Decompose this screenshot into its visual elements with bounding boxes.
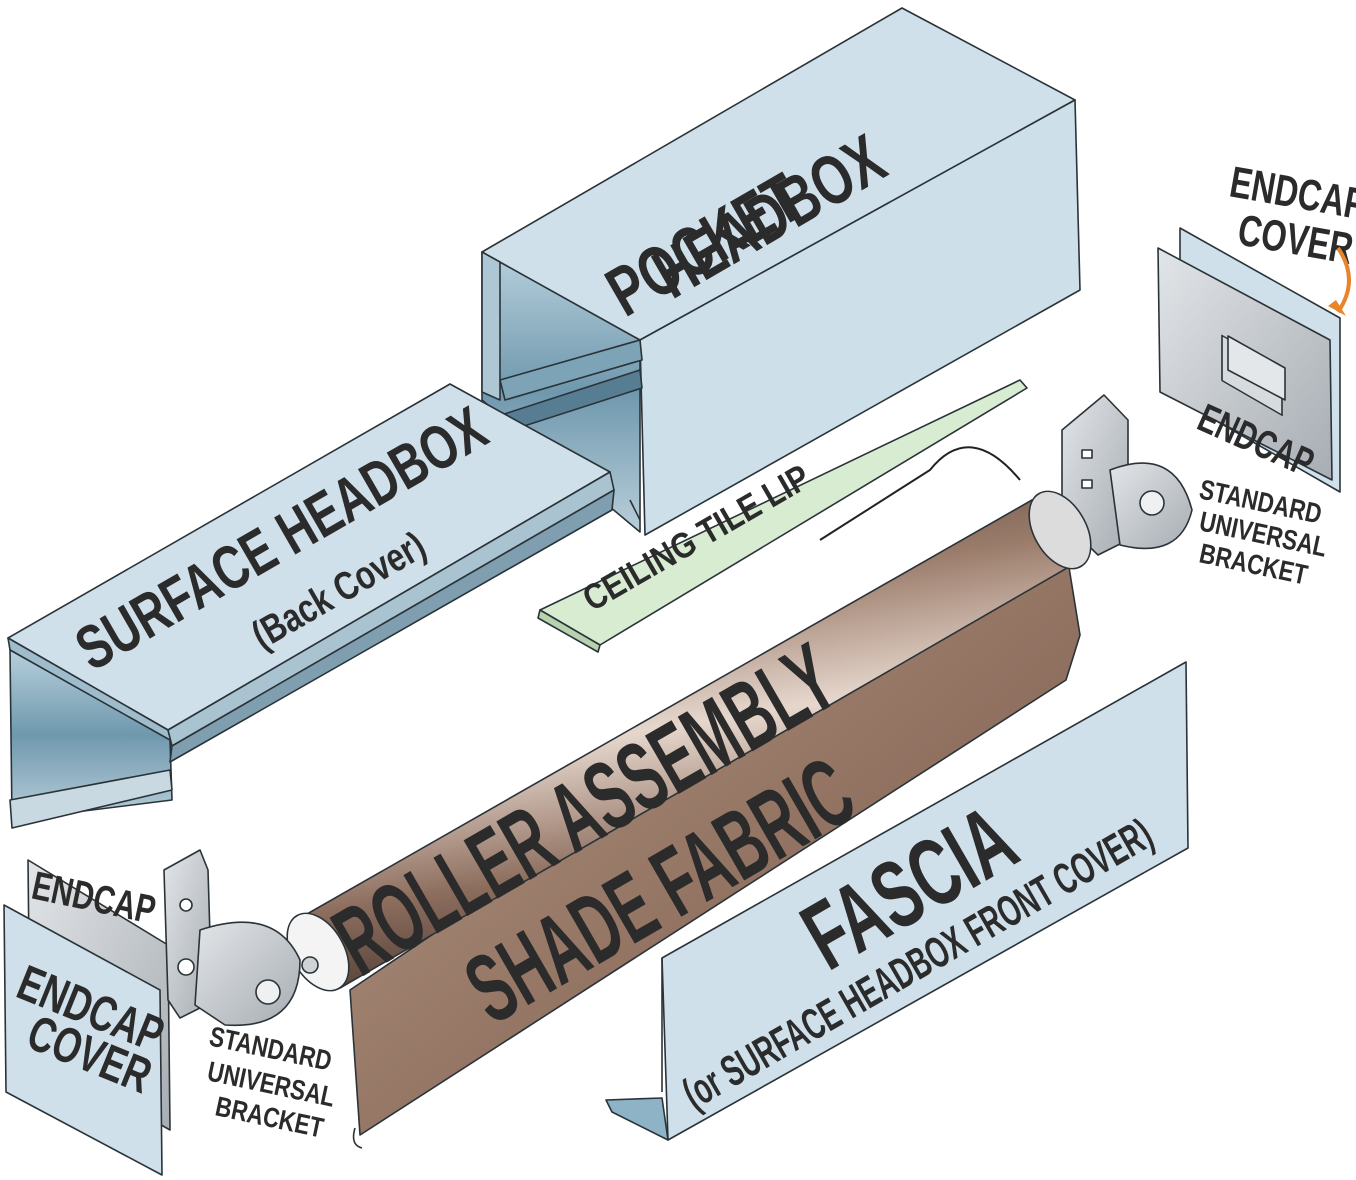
roller-tube xyxy=(286,446,1092,992)
endcap-right xyxy=(1157,227,1341,493)
ceiling-tile-lip xyxy=(537,379,1028,653)
fascia xyxy=(605,661,1189,1141)
orange-arrow-icon xyxy=(1336,246,1351,314)
bracket-right xyxy=(1061,394,1193,556)
endcap-left xyxy=(3,859,171,1176)
orange-arrow-head-icon xyxy=(1328,300,1346,316)
bracket-left xyxy=(163,849,301,1027)
pocket-headbox xyxy=(454,7,1081,536)
surface-headbox xyxy=(7,383,615,829)
